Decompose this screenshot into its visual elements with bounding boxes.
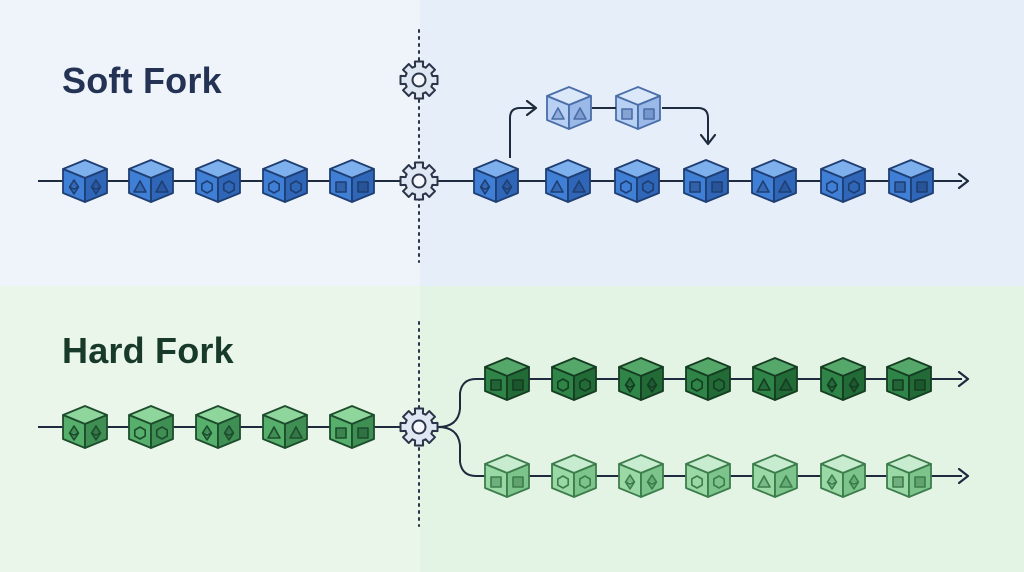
soft-fork-block-after-5 [751,159,797,203]
soft-fork-branch-down-arrow [699,133,717,146]
gear-icon [399,60,439,100]
soft-fork-branch-down-line [662,107,709,142]
hard-fork-upper-block-2 [551,357,597,401]
hard-fork-bg-right [420,286,1024,572]
soft-fork-side-block-2 [615,86,661,130]
hard-fork-block-before-5 [329,405,375,449]
hard-fork-upper-block-1 [484,357,530,401]
hard-fork-upper-line [437,378,962,428]
hard-fork-lower-block-2 [551,454,597,498]
hard-fork-lower-block-4 [685,454,731,498]
hard-fork-upper-block-4 [685,357,731,401]
hard-fork-block-before-2 [128,405,174,449]
hard-fork-lower-line [437,426,962,477]
soft-fork-block-after-4 [683,159,729,203]
hard-fork-lower-block-6 [820,454,866,498]
hard-fork-block-before-1 [62,405,108,449]
hard-fork-block-before-3 [195,405,241,449]
soft-fork-block-after-7 [888,159,934,203]
soft-fork-block-before-3 [195,159,241,203]
hard-fork-lower-block-5 [752,454,798,498]
hard-fork-upper-arrow [957,370,970,388]
soft-fork-block-before-5 [329,159,375,203]
hard-fork-title: Hard Fork [62,330,234,371]
soft-fork-title: Soft Fork [62,60,222,101]
soft-fork-block-after-6 [820,159,866,203]
soft-fork-branch-up-arrow [525,99,538,117]
soft-fork-block-before-2 [128,159,174,203]
soft-fork-bg-left [0,0,420,286]
hard-fork-lower-block-3 [618,454,664,498]
soft-fork-block-before-1 [62,159,108,203]
hard-fork-lower-block-7 [886,454,932,498]
soft-fork-block-after-1 [473,159,519,203]
hard-fork-upper-block-3 [618,357,664,401]
soft-fork-block-after-2 [545,159,591,203]
soft-fork-side-block-1 [546,86,592,130]
hard-fork-upper-block-6 [820,357,866,401]
gear-icon [399,161,439,201]
hard-fork-upper-block-5 [752,357,798,401]
soft-fork-block-after-3 [614,159,660,203]
soft-fork-bg-right [420,0,1024,286]
hard-fork-lower-arrow [957,467,970,485]
gear-icon [399,407,439,447]
soft-fork-branch-up-line [509,107,534,158]
hard-fork-upper-block-7 [886,357,932,401]
hard-fork-lower-block-1 [484,454,530,498]
hard-fork-block-before-4 [262,405,308,449]
soft-fork-chain-arrow [957,172,970,190]
soft-fork-block-before-4 [262,159,308,203]
